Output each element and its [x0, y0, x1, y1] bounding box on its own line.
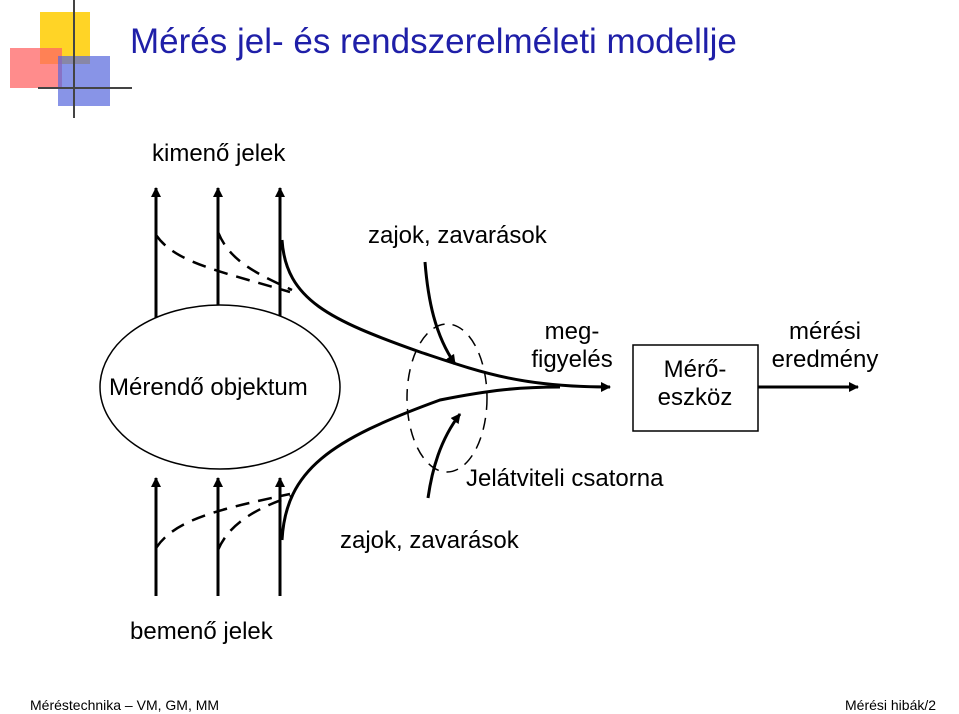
instrument-label: Mérő- eszköz [657, 356, 733, 411]
noise-bottom-label: zajok, zavarások [340, 527, 519, 554]
signal-flow-curves [280, 239, 611, 541]
footer-left: Méréstechnika – VM, GM, MM [30, 697, 220, 713]
disturbance-curves-bottom [154, 492, 293, 551]
outputs-label: kimenő jelek [152, 140, 286, 167]
result-label: mérési eredmény [771, 318, 879, 373]
slide-title: Mérés jel- és rendszerelméleti modellje [130, 22, 737, 61]
channel-label: Jelátviteli csatorna [466, 465, 664, 492]
noise-arrows [423, 261, 462, 499]
inputs-label: bemenő jelek [130, 618, 273, 645]
output-signal-arrows [151, 187, 285, 318]
noise-top-label: zajok, zavarások [368, 222, 547, 249]
input-signal-arrows [151, 477, 285, 596]
slide-logo [10, 0, 132, 118]
instrument-box [632, 344, 759, 432]
footer-right: Mérési hibák/2 [845, 697, 937, 713]
object-ellipse [99, 304, 341, 470]
disturbance-curves-top [154, 231, 293, 294]
channel-ellipse [406, 323, 488, 473]
observation-label: meg- figyelés [531, 318, 613, 373]
object-label: Mérendő objektum [109, 374, 308, 401]
